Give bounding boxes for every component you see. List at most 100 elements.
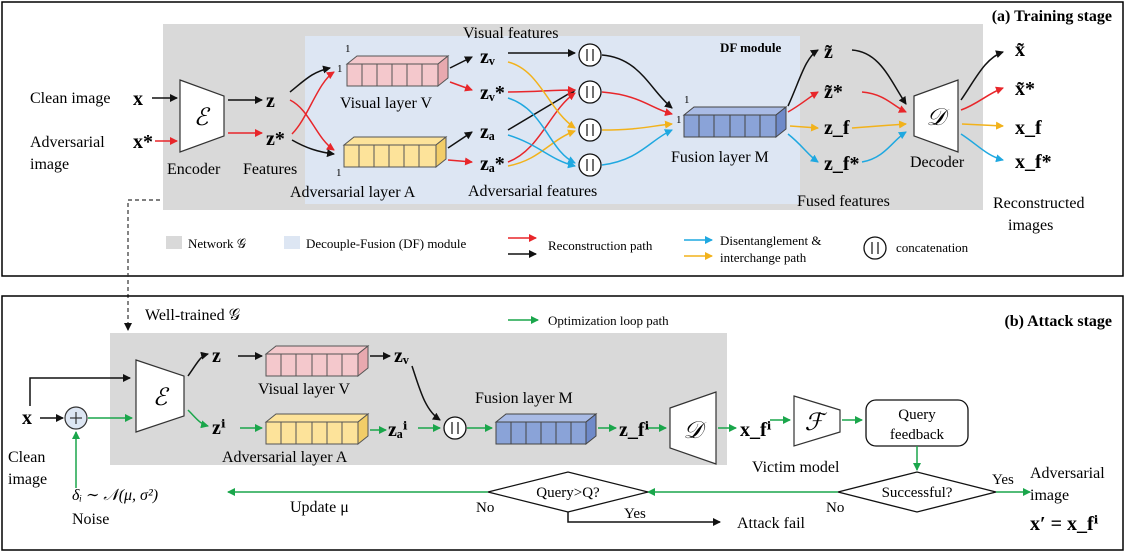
victim-model-label: Victim model xyxy=(752,459,840,476)
query-feedback-label-2: feedback xyxy=(890,427,945,443)
concat-node-3 xyxy=(578,118,602,142)
arrow-v-to-zvstar xyxy=(449,81,473,92)
concat-node-1 xyxy=(578,43,602,67)
legend-df-label: Decouple-Fusion (DF) module xyxy=(306,236,467,251)
arrow-encoder-to-zi xyxy=(187,409,209,429)
legend-network-label: Network 𝒢 xyxy=(188,236,246,251)
arrow-zstar-to-visual xyxy=(291,71,335,135)
well-trained-label: Well-trained 𝒢 xyxy=(145,307,241,324)
query-yes-label: Yes xyxy=(624,506,646,522)
attack-fail-label: Attack fail xyxy=(737,515,806,532)
xf-star-symbol: x_f* xyxy=(1015,151,1052,173)
reconstructed-label-1: Reconstructed xyxy=(993,195,1085,212)
encoder-a xyxy=(179,79,225,153)
concat-node-2 xyxy=(578,80,602,104)
za-symbol: zₐ xyxy=(480,121,495,143)
legend-concat-icon xyxy=(863,236,887,260)
adversarial-layer-label-b: Adversarial layer A xyxy=(222,449,348,466)
decoder-a-label: Decoder xyxy=(910,154,965,171)
legend-concatenation-label: concatenation xyxy=(896,240,969,255)
zf-symbol: z_f xyxy=(824,117,850,139)
fusion-layer-m-block-b xyxy=(494,412,598,446)
attack-panel xyxy=(1,295,1124,551)
arrow-decoder-to-xtildestar xyxy=(960,86,1004,111)
x-symbol-b: x xyxy=(22,407,32,429)
adversarial-image-label-2: image xyxy=(30,156,69,173)
visual-layer-label-a: Visual layer V xyxy=(340,95,433,112)
x-prime-equation: x′ = x_fⁱ xyxy=(1030,513,1099,535)
zf-star-symbol: z_f* xyxy=(824,153,860,175)
visual-dim-top: 1 xyxy=(345,43,351,55)
arrow-fusion-to-zfstar xyxy=(787,133,819,163)
training-panel xyxy=(1,1,1124,277)
fusion-layer-m-block-a xyxy=(682,105,788,139)
arrow-zastar-to-c3 xyxy=(507,129,576,167)
adversarial-layer-a-block-b xyxy=(264,412,370,446)
xf-symbol: x_f xyxy=(1015,117,1042,139)
arrow-ztildestar-to-decoder xyxy=(861,91,907,113)
arrow-zstar-to-adv xyxy=(291,139,335,158)
concat-node-b xyxy=(443,416,467,440)
zi-symbol: zⁱ xyxy=(212,417,226,439)
adder-node xyxy=(64,406,88,430)
fused-features-label: Fused features xyxy=(797,193,890,210)
arrow-c1-to-fusion xyxy=(601,54,673,109)
visual-layer-label-b: Visual layer V xyxy=(258,381,351,398)
arrow-encoder-to-z-b xyxy=(187,351,209,377)
zai-symbol: zₐⁱ xyxy=(388,419,408,441)
training-stage-label: (a) Training stage xyxy=(992,8,1112,25)
successful-label: Successful? xyxy=(882,485,953,501)
arrow-za-to-c1 xyxy=(507,89,576,131)
clean-label-2-b: image xyxy=(8,471,47,488)
adversarial-layer-label-a: Adversarial layer A xyxy=(290,184,416,201)
arrow-a-to-za xyxy=(447,131,473,149)
arrow-fusion-to-zf xyxy=(789,123,819,132)
attack-stage-label: (b) Attack stage xyxy=(1004,313,1112,330)
arrow-zv-to-c3 xyxy=(507,61,576,129)
x-tilde-star-symbol: x̃* xyxy=(1015,78,1035,100)
query-q-label: Query>Q? xyxy=(536,485,600,501)
arrow-x-to-encoder-b xyxy=(29,374,131,406)
visual-dim-left: 1 xyxy=(337,63,343,75)
arrow-v-to-zv xyxy=(449,56,473,69)
encoder-b xyxy=(135,359,185,433)
decoder-a xyxy=(913,79,959,153)
adversarial-out-label-1: Adversarial xyxy=(1030,465,1105,482)
encoder-a-label: Encoder xyxy=(167,161,221,178)
x-clean-symbol: x xyxy=(133,88,143,110)
zv-star-symbol: zᵥ* xyxy=(480,82,505,104)
reconstructed-label-2: images xyxy=(1008,217,1053,234)
clean-image-label: Clean image xyxy=(30,90,110,107)
adversarial-layer-a-block-a xyxy=(342,135,448,169)
adv-dim-left: 1 xyxy=(336,167,342,179)
query-feedback-label-1: Query xyxy=(898,407,936,423)
fusion-dim-top: 1 xyxy=(684,94,690,106)
arrow-z-to-adv xyxy=(289,99,335,151)
legend-df-swatch xyxy=(284,236,300,249)
legend-reconstruction-label: Reconstruction path xyxy=(548,238,653,253)
arrow-query-yes-fail xyxy=(567,512,721,526)
query-no-label: No xyxy=(476,500,494,516)
adversarial-image-label-1: Adversarial xyxy=(30,134,105,151)
fusion-layer-label-a: Fusion layer M xyxy=(671,149,769,166)
legend-network-swatch xyxy=(166,236,182,249)
z-tilde-star-symbol: z̃* xyxy=(824,81,843,103)
arrow-c2-to-fusion xyxy=(601,91,673,117)
arrow-zfstar-to-decoder xyxy=(861,131,907,163)
encoder-b-symbol: ℰ xyxy=(153,385,170,411)
query-q-decision xyxy=(487,471,649,513)
arrow-z-to-visual xyxy=(289,65,331,93)
arrow-fusion-to-ztildestar xyxy=(787,91,819,113)
z-symbol-b: z xyxy=(212,345,221,367)
victim-model xyxy=(793,395,841,447)
arrow-c4-to-fusion xyxy=(601,129,673,166)
df-module-label: DF module xyxy=(720,40,781,55)
optimization-legend-label: Optimization loop path xyxy=(548,313,669,328)
z-tilde-symbol: z̃ xyxy=(824,41,833,63)
encoder-a-symbol: ℰ xyxy=(194,105,211,131)
visual-features-label: Visual features xyxy=(463,25,558,42)
arrow-zv-to-concat-b xyxy=(411,365,441,421)
update-mu-label: Update μ xyxy=(290,499,349,516)
za-star-symbol: zₐ* xyxy=(480,153,505,175)
